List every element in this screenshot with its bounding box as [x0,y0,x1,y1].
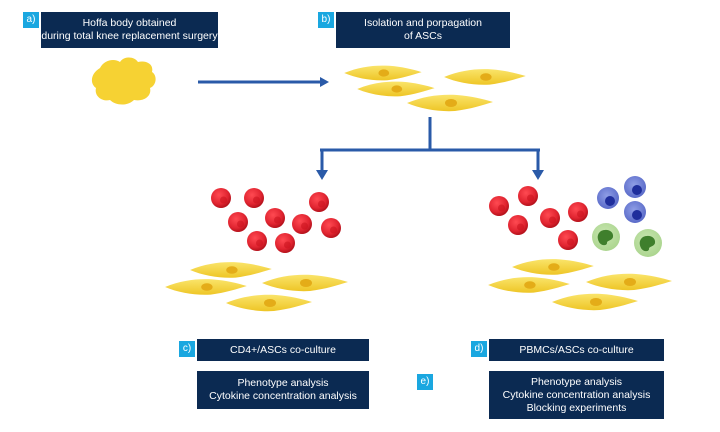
panel-d-tag: d) [471,341,487,357]
arrow-branch [320,117,540,170]
asc-cluster-d [488,259,672,311]
panel-b-line-2: of ASCs [404,30,442,42]
panel-c-title-box: CD4+/ASCs co-culture [197,339,369,361]
panel-e-analysis-box: Phenotype analysis Cytokine concentratio… [489,371,664,419]
panel-d-line-3: Blocking experiments [526,401,627,414]
panel-d-title-box: PBMCs/ASCs co-culture [489,339,664,361]
asc-cluster-c [165,262,348,312]
panel-c-line-1: Phenotype analysis [237,377,329,389]
panel-a-tag: a) [23,12,39,28]
panel-d-title: PBMCs/ASCs co-culture [519,343,634,356]
panel-c-title: CD4+/ASCs co-culture [230,343,336,356]
panel-a-line-1: Hoffa body obtained [82,17,177,29]
panel-b-tag: b) [318,12,334,28]
panel-c-analysis-box: Phenotype analysis Cytokine concentratio… [197,371,369,409]
panel-e-tag: e) [417,374,433,390]
panel-b-line-1: Isolation and porpagation [364,17,482,29]
panel-d-line-2: Cytokine concentration analysis [502,388,651,401]
panel-c-tag: c) [179,341,195,357]
panel-d-line-1: Phenotype analysis [530,375,623,388]
panel-a-box: Hoffa body obtained during total knee re… [41,12,218,48]
hoffa-body-tissue [91,57,156,105]
panel-a-line-2: during total knee replacement surgery [41,30,218,42]
pbmc-cells [489,176,662,257]
panel-b-box: Isolation and porpagation of ASCs [336,12,510,48]
cd4-cells [211,188,341,253]
arrow-to-c-head [316,170,328,180]
asc-cluster-b [344,65,526,112]
arrow-to-d-head [532,170,544,180]
arrow-a-to-b [198,77,329,87]
panel-c-line-2: Cytokine concentration analysis [209,390,357,402]
